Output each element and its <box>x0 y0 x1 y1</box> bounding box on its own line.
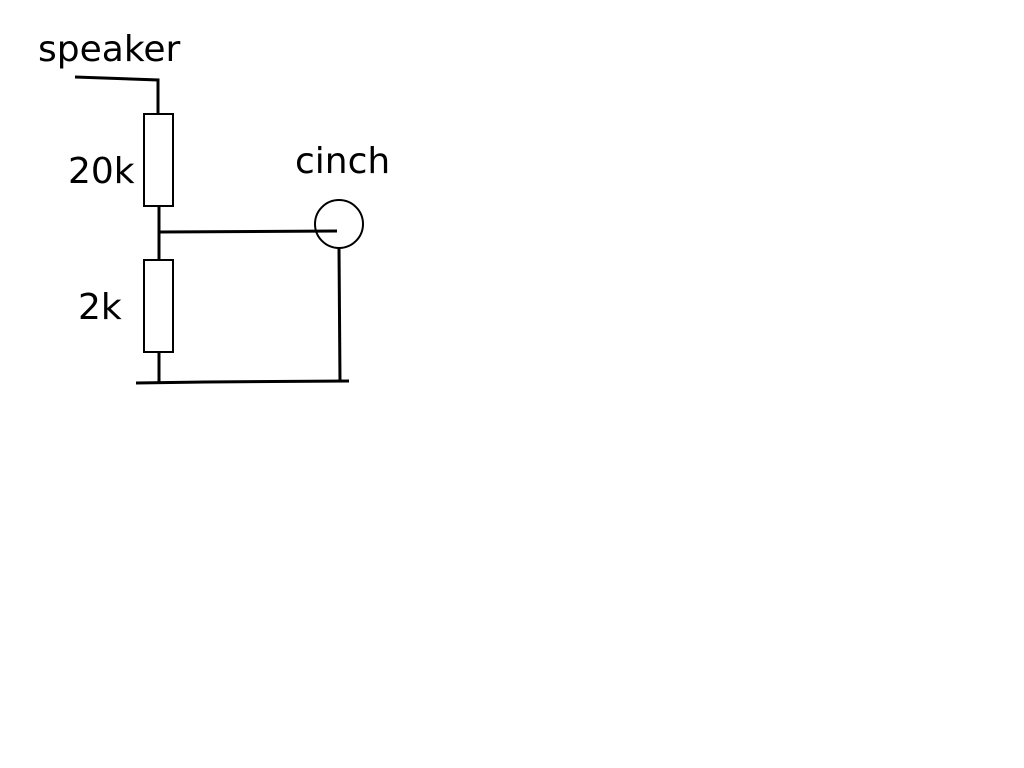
cinch-ground-wire <box>337 247 342 383</box>
ground-line <box>135 379 350 385</box>
cinch-label: cinch <box>295 141 390 182</box>
cinch-signal-wire <box>158 229 338 234</box>
resistor-20k-label: 20k <box>68 151 135 192</box>
resistor-2k <box>143 259 174 353</box>
cinch-jack <box>314 199 364 249</box>
resistor-2k-label: 2k <box>78 287 122 328</box>
resistor-20k <box>143 113 174 207</box>
speaker-lead-wire <box>74 75 160 113</box>
speaker-label: speaker <box>38 29 181 70</box>
